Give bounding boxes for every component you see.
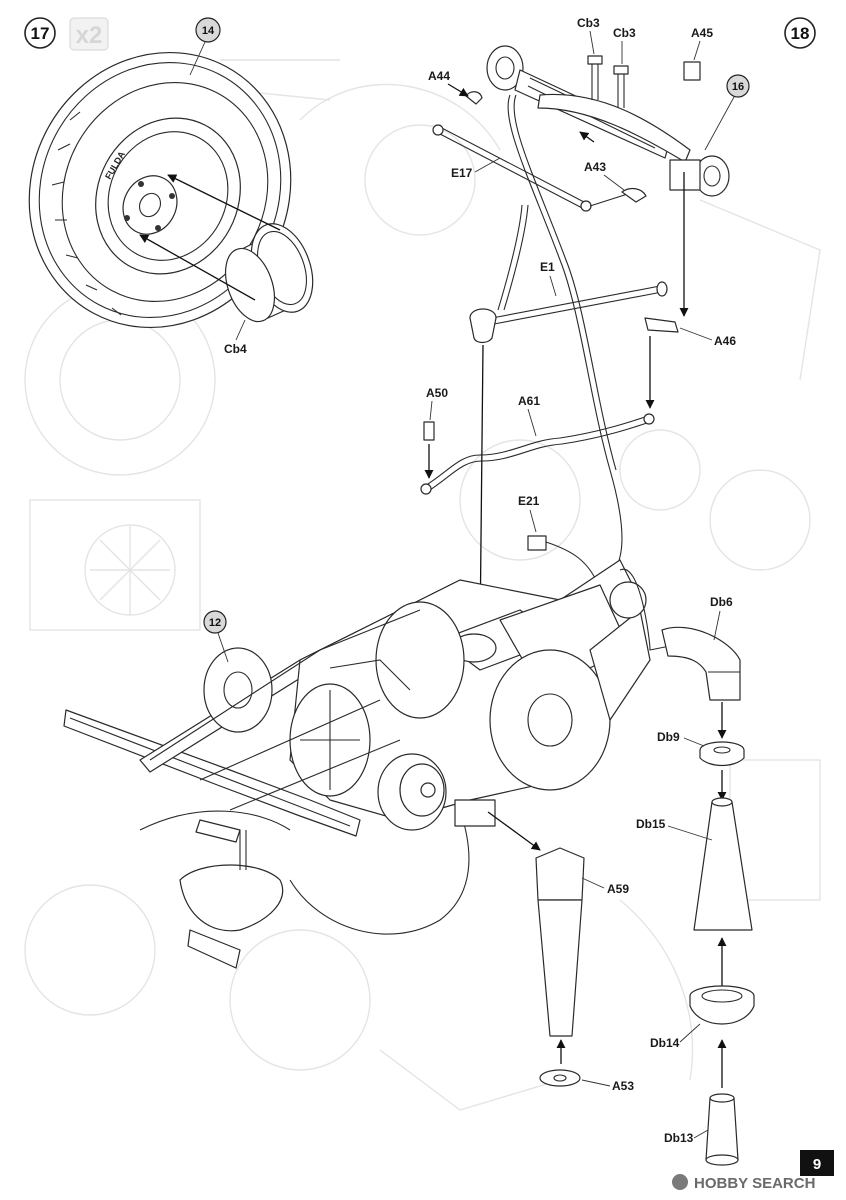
label-cb3-b: Cb3	[613, 26, 636, 40]
label-cb4: Cb4	[224, 342, 247, 356]
step-18-badge	[784, 17, 816, 49]
label-a61: A61	[518, 394, 540, 408]
multiplier-box	[69, 17, 109, 51]
label-cb3-a: Cb3	[577, 16, 600, 30]
label-e17: E17	[451, 166, 473, 180]
db6-part	[661, 626, 741, 701]
label-a43: A43	[584, 160, 606, 174]
callout-16: 16	[732, 81, 744, 93]
label-e1: E1	[540, 260, 555, 274]
label-db9: Db9	[657, 730, 680, 744]
page-number: 9	[813, 1156, 821, 1173]
step-17: 17 x2 FULDA Cb4	[24, 17, 314, 356]
label-a44: A44	[428, 69, 450, 83]
multiplier-label: x2	[76, 22, 103, 49]
step-17-number: 17	[31, 24, 50, 43]
watermark: HOBBY SEARCH	[672, 1174, 815, 1192]
label-a50: A50	[426, 386, 448, 400]
step-17-badge	[24, 17, 56, 49]
callout-12: 12	[209, 617, 221, 629]
page-number-box	[800, 1150, 834, 1176]
db9-part	[699, 741, 745, 767]
label-a46: A46	[714, 334, 736, 348]
watermark-text: HOBBY SEARCH	[694, 1175, 815, 1192]
callout-16-badge	[726, 74, 750, 98]
watermark-logo-icon	[672, 1174, 688, 1190]
db13-part	[705, 1093, 739, 1166]
background-ghost-drawings	[24, 59, 821, 1111]
cb4-hub-cap-part	[224, 223, 314, 323]
e1-drag-link-part	[469, 204, 668, 344]
db15-part	[693, 797, 753, 931]
callout-14-badge	[195, 17, 221, 43]
callout-12-badge	[203, 610, 227, 634]
a61-link-rod-part	[420, 413, 655, 495]
a50-part	[423, 421, 435, 441]
label-db14: Db14	[650, 1036, 680, 1050]
a59-part	[535, 847, 585, 1037]
label-db15: Db15	[636, 817, 666, 831]
label-a45: A45	[691, 26, 713, 40]
label-a59: A59	[607, 882, 629, 896]
label-db13: Db13	[664, 1131, 694, 1145]
front-axle-assembly	[432, 45, 730, 571]
e21-part	[527, 535, 547, 551]
db14-part	[689, 985, 755, 1025]
callout-14: 14	[202, 25, 215, 37]
a53-part	[539, 1069, 581, 1087]
step-18-number: 18	[791, 24, 810, 43]
tire-wheel-part: FULDA	[28, 51, 292, 329]
a46-part	[644, 317, 679, 333]
label-e21: E21	[518, 494, 540, 508]
chassis-engine-assembly	[63, 559, 701, 969]
label-a53: A53	[612, 1079, 634, 1093]
label-db6: Db6	[710, 595, 733, 609]
